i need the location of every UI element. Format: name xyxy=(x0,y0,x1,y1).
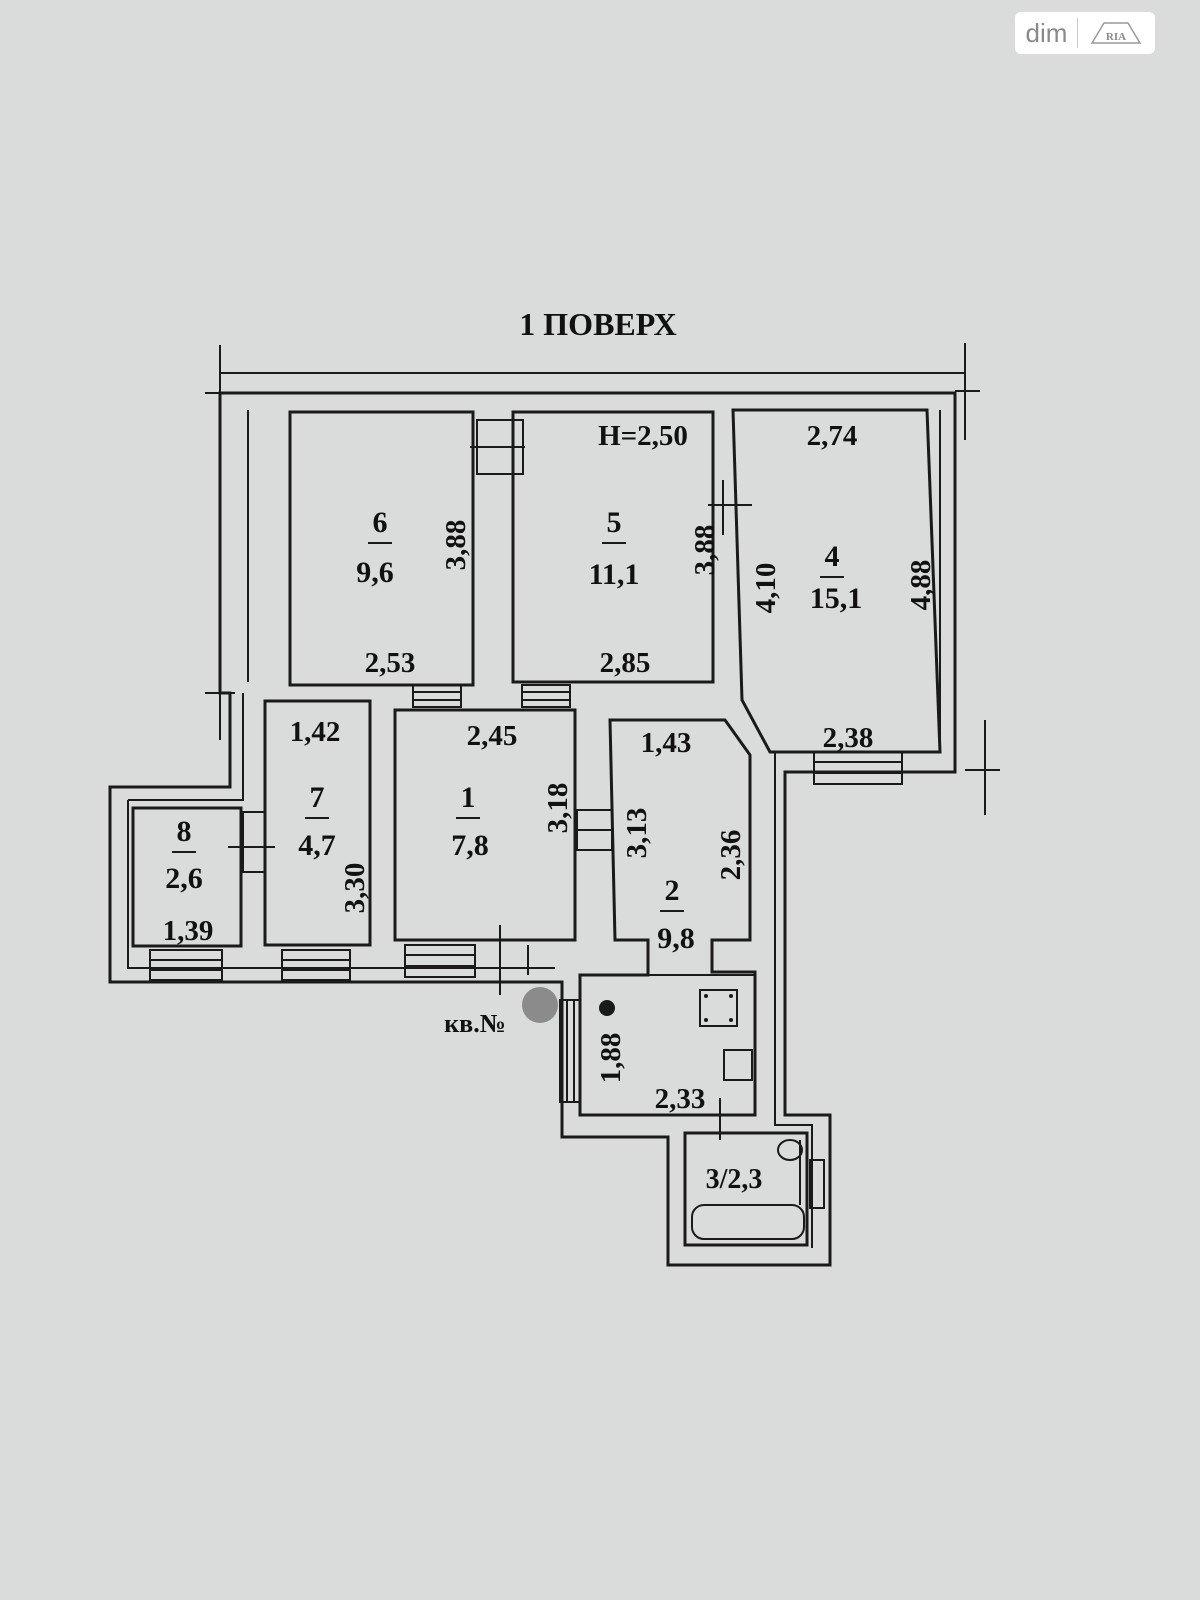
bathtub-icon xyxy=(691,1204,805,1240)
room-8-area: 2,6 xyxy=(165,862,203,895)
room-6 xyxy=(288,410,475,687)
stove-icon xyxy=(699,989,738,1027)
room-7-number: 7 xyxy=(310,781,325,814)
toilet-icon xyxy=(777,1139,803,1161)
watermark-badge: dim RIA xyxy=(1015,12,1155,54)
room-7-area: 4,7 xyxy=(298,829,336,862)
sink-icon xyxy=(723,1049,753,1081)
dimension-labels: Н=2,50 2,74 2,53 2,85 2,38 1,42 2,45 1,4… xyxy=(163,420,937,1115)
kitchen-fixtures xyxy=(599,989,805,1240)
room-3 xyxy=(683,1131,809,1247)
dim-r2-left: 3,13 xyxy=(621,808,653,859)
dim-r6-width: 2,53 xyxy=(365,647,416,679)
dim-r4-left: 4,10 xyxy=(750,563,782,614)
inner-wall-line xyxy=(127,410,941,1248)
room-8-number: 8 xyxy=(177,815,192,848)
room-2 xyxy=(578,718,757,1117)
dim-kitchen-width: 2,33 xyxy=(655,1083,706,1115)
room-5 xyxy=(511,410,715,684)
room-1-area: 7,8 xyxy=(451,829,489,862)
dim-r4-bottom: 2,38 xyxy=(823,722,874,754)
windows xyxy=(149,684,903,1209)
room-3-label: 3/2,3 xyxy=(706,1164,763,1195)
floor-title: 1 ПОВЕРХ xyxy=(519,306,676,342)
watermark-seal: RIA xyxy=(1106,31,1126,43)
room-1 xyxy=(393,708,577,942)
dim-r1-height: 3,18 xyxy=(542,783,574,834)
room-1-number: 1 xyxy=(461,781,476,814)
dim-r7-height: 3,30 xyxy=(339,863,371,914)
watermark-separator xyxy=(1077,18,1079,48)
dim-r8-bottom: 1,39 xyxy=(163,915,214,947)
watermark-text: dim xyxy=(1025,17,1068,48)
ria-seal-icon: RIA xyxy=(1091,22,1142,44)
doors xyxy=(228,419,752,1140)
room-5-area: 11,1 xyxy=(589,558,640,591)
room-6-area: 9,6 xyxy=(356,556,394,589)
room-4-number: 4 xyxy=(825,540,840,573)
dim-r5-height: 3,88 xyxy=(689,525,721,576)
room-8 xyxy=(131,806,243,948)
room-5-number: 5 xyxy=(607,506,622,539)
dim-r2-right: 2,36 xyxy=(715,830,747,881)
dim-r4-right: 4,88 xyxy=(905,560,937,611)
dim-r6-height: 3,88 xyxy=(440,520,472,571)
room-2-area: 9,8 xyxy=(657,922,695,955)
dim-r4-top: 2,74 xyxy=(807,420,858,452)
outer-wall xyxy=(108,391,957,1267)
redaction-spot xyxy=(522,987,558,1023)
dim-r7-top: 1,42 xyxy=(290,716,341,748)
dim-r5-width: 2,85 xyxy=(600,647,651,679)
dim-r1-top: 2,45 xyxy=(467,720,518,752)
dim-kitchen-height: 1,88 xyxy=(595,1033,627,1084)
room-4-area: 15,1 xyxy=(810,582,863,615)
boiler-icon xyxy=(599,1000,615,1016)
room-2-number: 2 xyxy=(665,874,680,907)
apartment-label: кв.№ xyxy=(444,1009,506,1038)
dim-r2-top: 1,43 xyxy=(641,727,692,759)
ceiling-height: Н=2,50 xyxy=(598,420,688,452)
room-labels: 6 9,6 5 11,1 4 15,1 7 4,7 8 2,6 1 7,8 2 … xyxy=(165,506,862,1195)
room-6-number: 6 xyxy=(373,506,388,539)
